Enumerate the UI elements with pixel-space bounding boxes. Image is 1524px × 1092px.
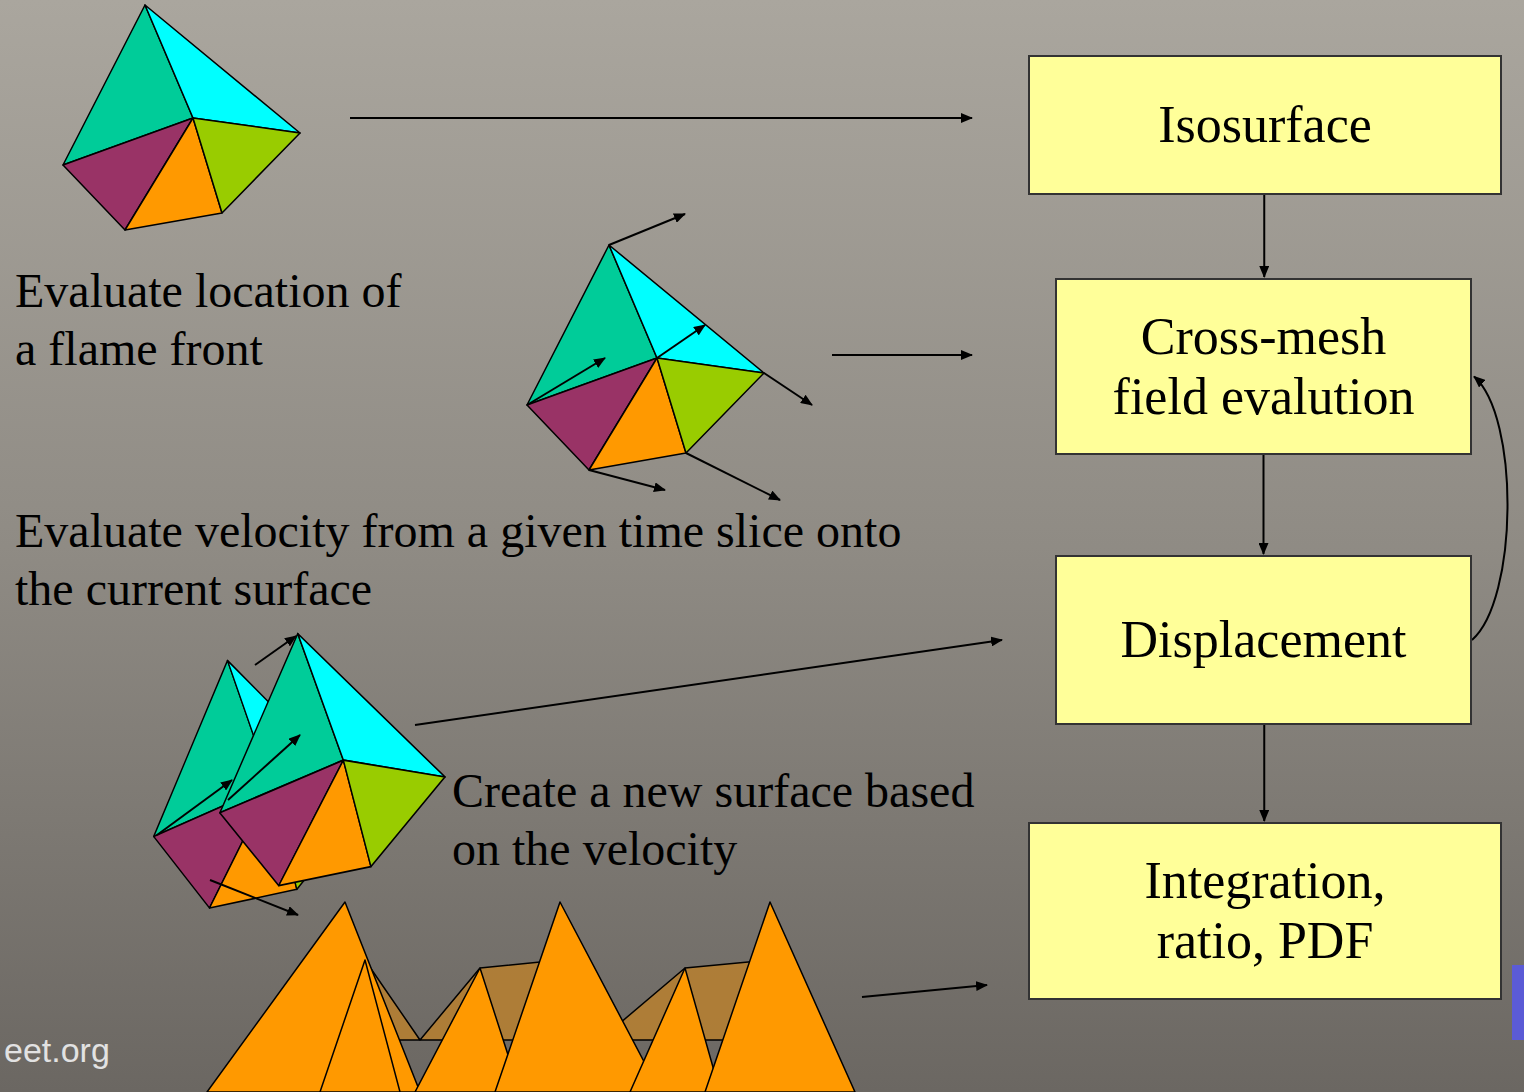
flow-arrow: [1472, 377, 1508, 641]
flame-front-mesh: [63, 5, 300, 230]
new-surface-mesh: [207, 902, 855, 1092]
process-box: Isosurface: [1028, 55, 1502, 195]
pointer-arrow: [415, 640, 1002, 725]
step-caption: Create a new surface based on the veloci…: [452, 762, 1000, 878]
flow-arrow: [1263, 195, 1265, 277]
velocity-mesh: [527, 214, 812, 500]
process-box: Cross-mesh field evalution: [1055, 278, 1472, 455]
step-caption: Evaluate location of a flame front: [15, 262, 415, 378]
flow-arrow: [1263, 725, 1265, 821]
pointer-arrow: [350, 117, 972, 119]
box-text: Isosurface: [1158, 95, 1372, 155]
pointer-arrow: [862, 985, 987, 997]
box-text: Cross-mesh field evalution: [1096, 307, 1431, 427]
pointer-arrow: [832, 354, 972, 356]
step-caption: Evaluate velocity from a given time slic…: [15, 502, 965, 618]
process-box: Displacement: [1055, 555, 1472, 725]
process-box: Integration, ratio, PDF: [1028, 822, 1502, 1000]
flow-arrow: [1263, 455, 1265, 554]
watermark: eet.org: [4, 1030, 204, 1070]
slide-edge-bar: [1512, 965, 1524, 1040]
displaced-mesh: [154, 634, 445, 915]
box-text: Integration, ratio, PDF: [1115, 851, 1415, 971]
box-text: Displacement: [1121, 610, 1407, 670]
